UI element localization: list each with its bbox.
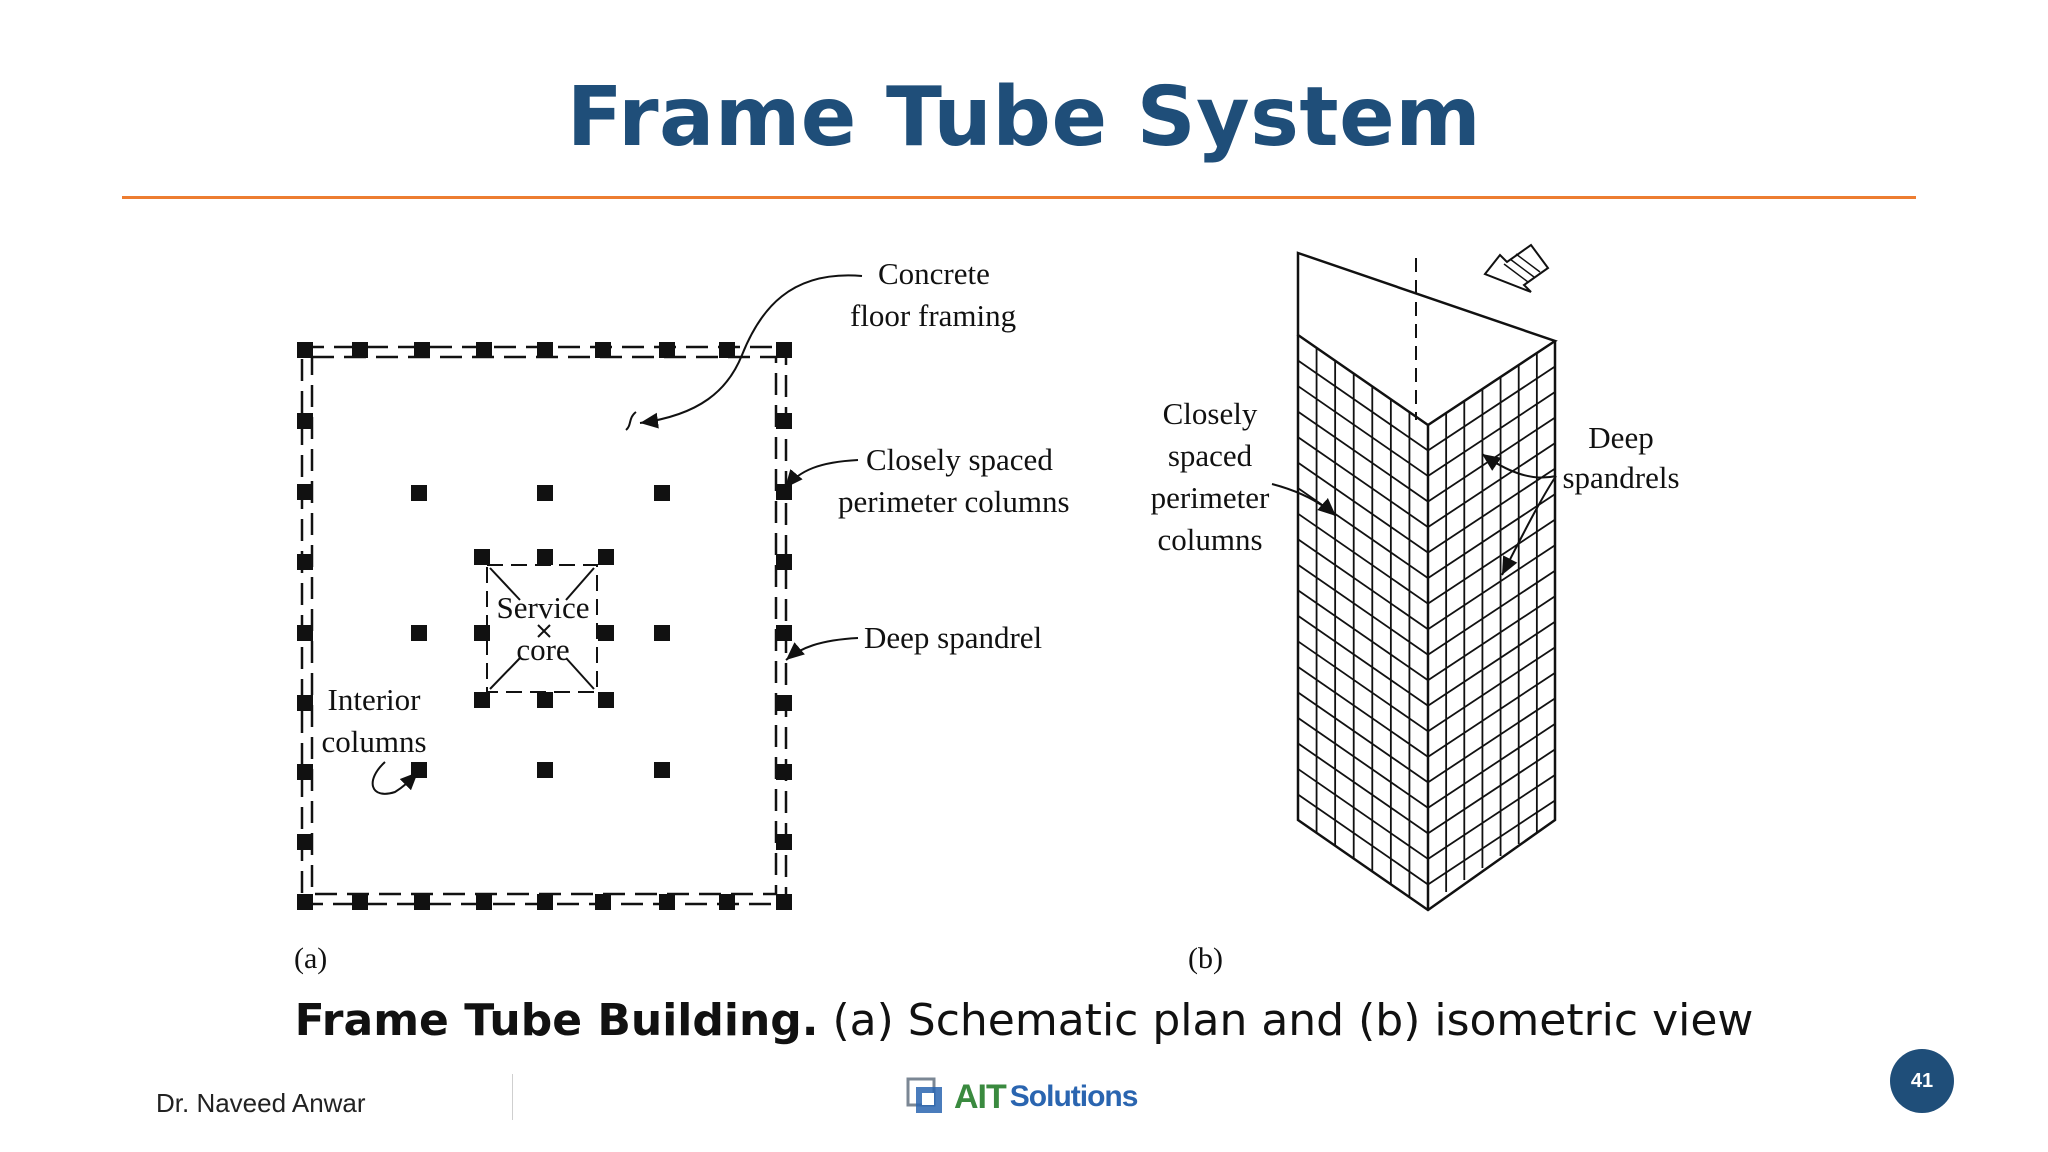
label-spandrel: Deep spandrel: [864, 620, 1042, 655]
concrete-squiggle: [625, 411, 637, 431]
label-cols-2: spaced: [1168, 438, 1253, 473]
perimeter-column: [776, 764, 792, 780]
slide-title: Frame Tube System: [566, 70, 1482, 165]
perimeter-column: [297, 554, 313, 570]
perimeter-column: [595, 342, 611, 358]
perimeter-column: [776, 834, 792, 850]
perimeter-column: [719, 894, 735, 910]
perimeter-column: [537, 894, 553, 910]
label-concrete-2: floor framing: [850, 298, 1016, 333]
perimeter-column: [297, 413, 313, 429]
interior-columns: [411, 485, 670, 778]
perimeter-column: [352, 342, 368, 358]
perimeter-column: [776, 413, 792, 429]
sublabel-b: (b): [1188, 942, 1223, 975]
perimeter-leader: [784, 459, 859, 489]
perimeter-column: [659, 894, 675, 910]
footer-author: Dr. Naveed Anwar: [156, 1088, 366, 1118]
perimeter-column: [776, 554, 792, 570]
plan-view: Concrete floor framing Closely spaced pe…: [294, 256, 1070, 975]
perimeter-column: [476, 342, 492, 358]
concrete-leader: [639, 274, 863, 429]
perimeter-column: [776, 695, 792, 711]
perimeter-columns: [297, 342, 792, 910]
perimeter-column: [595, 894, 611, 910]
logo-text-ait: AIT: [954, 1077, 1007, 1116]
perimeter-column: [297, 625, 313, 641]
label-spandrels-1: Deep: [1588, 420, 1653, 455]
spandrel-leader-1: [1481, 453, 1557, 479]
perimeter-column: [297, 834, 313, 850]
figure-caption: Frame Tube Building. (a) Schematic plan …: [0, 995, 2048, 1046]
label-concrete-1: Concrete: [878, 256, 990, 291]
ait-solutions-logo: AIT Solutions: [906, 1075, 1139, 1119]
label-cols-1: Closely: [1163, 396, 1258, 431]
perimeter-column: [776, 484, 792, 500]
label-perimeter-2: perimeter columns: [838, 484, 1070, 519]
caption-text: (a) Schematic plan and (b) isometric vie…: [818, 995, 1754, 1046]
spandrel-leader: [785, 637, 859, 661]
wind-arrow-icon: [1483, 243, 1550, 293]
perimeter-column: [297, 695, 313, 711]
perimeter-column: [537, 342, 553, 358]
perimeter-column: [776, 894, 792, 910]
label-perimeter-1: Closely spaced: [866, 442, 1053, 477]
label-cols-4: columns: [1157, 522, 1262, 557]
label-interior-2: columns: [321, 724, 426, 759]
label-interior-1: Interior: [328, 682, 422, 717]
perimeter-spandrels: [300, 345, 788, 906]
perimeter-column: [352, 894, 368, 910]
caption-bold: Frame Tube Building.: [294, 995, 819, 1046]
footer-divider: [512, 1074, 513, 1120]
interior-leader: [371, 761, 419, 795]
sublabel-a: (a): [294, 942, 327, 975]
ait-logo-icon: [906, 1077, 942, 1113]
isometric-view: Closely spaced perimeter columns Deep sp…: [1151, 243, 1680, 975]
perimeter-column: [719, 342, 735, 358]
label-core-2: core: [516, 632, 569, 667]
perimeter-column: [776, 342, 792, 358]
label-cols-3: perimeter: [1151, 480, 1270, 515]
service-core: [486, 564, 598, 693]
perimeter-column: [297, 894, 313, 910]
label-core-1: Service: [497, 590, 590, 625]
label-spandrels-2: spandrels: [1562, 460, 1679, 495]
perimeter-column: [297, 342, 313, 358]
page-number-badge: 41: [1890, 1049, 1954, 1113]
tower-grid: [1297, 347, 1556, 898]
perimeter-column: [297, 484, 313, 500]
tower-outline: [1296, 251, 1558, 912]
perimeter-column: [414, 894, 430, 910]
logo-text-solutions: Solutions: [1009, 1080, 1139, 1113]
columns-leader: [1271, 483, 1337, 517]
title-divider: [122, 196, 1916, 199]
perimeter-column: [297, 764, 313, 780]
perimeter-column: [776, 625, 792, 641]
perimeter-column: [414, 342, 430, 358]
spandrel-leader-2: [1501, 475, 1557, 576]
perimeter-column: [659, 342, 675, 358]
perimeter-column: [476, 894, 492, 910]
